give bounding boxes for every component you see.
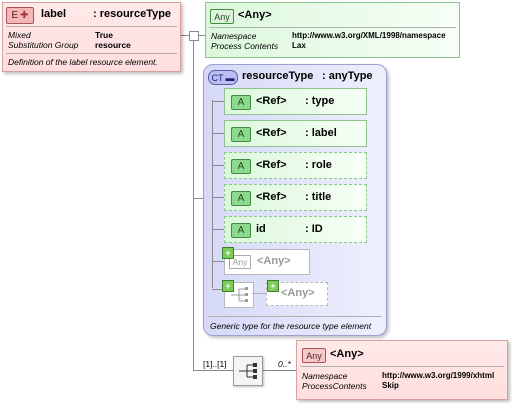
- any-attribute-title: <Any>: [238, 9, 272, 21]
- sequence-node[interactable]: [233, 356, 263, 386]
- ct-any-title: <Any>: [257, 255, 291, 267]
- prop-key-namespace: Namespace: [211, 31, 257, 41]
- sequence-icon: [231, 287, 248, 302]
- prop-value-process-contents: Skip: [382, 381, 399, 390]
- attribute-type: : title: [305, 191, 332, 203]
- ct-group-any-title: <Any>: [281, 287, 315, 299]
- connector-element-to-hub: [180, 35, 190, 36]
- attribute-badge: A: [231, 223, 251, 238]
- any-element-box[interactable]: Any <Any> Namespace http://www.w3.org/19…: [296, 340, 508, 400]
- attribute-type: : role: [305, 159, 332, 171]
- attribute-ref-role[interactable]: A <Ref> : role: [224, 152, 367, 179]
- ct-any-attribute-box[interactable]: Any <Any>: [224, 249, 310, 275]
- attribute-type: : type: [305, 95, 335, 107]
- expand-plus-icon[interactable]: +: [222, 247, 234, 259]
- connector-sequence-to-any: [262, 370, 296, 371]
- child-cardinality: 0..*: [278, 359, 291, 369]
- attribute-badge: A: [231, 191, 251, 206]
- attribute-id[interactable]: A id : ID: [224, 216, 367, 243]
- ct-badge: CT▬: [208, 70, 238, 85]
- any-element-title: <Any>: [330, 348, 364, 360]
- element-description: Definition of the label resource element…: [8, 57, 158, 67]
- connector-to-sequence: [193, 370, 233, 371]
- any-element-badge: Any: [302, 348, 326, 363]
- expand-plus-icon: ✚: [20, 10, 29, 21]
- attribute-badge: A: [231, 159, 251, 174]
- attribute-badge: A: [231, 95, 251, 110]
- prop-key-process-contents: Process Contents: [211, 41, 279, 51]
- prop-key-mixed: Mixed: [8, 30, 31, 40]
- attribute-name: <Ref>: [256, 95, 287, 107]
- prop-key-process-contents: ProcessContents: [302, 381, 367, 391]
- attribute-ref-type[interactable]: A <Ref> : type: [224, 88, 367, 115]
- connector-hub-to-any: [198, 35, 205, 36]
- ct-name: resourceType: [242, 70, 314, 82]
- element-badge: E✚: [6, 7, 34, 24]
- prop-key-namespace: Namespace: [302, 371, 348, 381]
- element-name: label: [41, 8, 67, 20]
- prop-value-mixed: True: [95, 30, 113, 40]
- connector-to-ct: [193, 198, 205, 199]
- attribute-type: : ID: [305, 223, 323, 235]
- prop-value-process-contents: Lax: [292, 41, 306, 50]
- element-type: : resourceType: [93, 8, 172, 20]
- attribute-name: <Ref>: [256, 191, 287, 203]
- prop-value-namespace: http://www.w3.org/XML/1998/namespace: [292, 31, 446, 40]
- prop-key-substitution-group: Substitution Group: [8, 40, 79, 50]
- attribute-badge: A: [231, 127, 251, 142]
- prop-value-substitution-group: resource: [95, 40, 131, 50]
- expand-plus-icon[interactable]: +: [222, 280, 234, 292]
- prop-value-namespace: http://www.w3.org/1999/xhtml: [382, 371, 495, 380]
- sequence-icon: [239, 363, 257, 379]
- attribute-type: : label: [305, 127, 337, 139]
- collapse-minus-icon: ▬: [225, 72, 235, 83]
- ct-description: Generic type for the resource type eleme…: [210, 321, 372, 331]
- attribute-name: <Ref>: [256, 159, 287, 171]
- attribute-name: id: [256, 223, 266, 235]
- any-badge-grey: Any: [229, 255, 251, 269]
- element-label-box[interactable]: E✚ label : resourceType Mixed True Subst…: [2, 2, 181, 72]
- any-attribute-box[interactable]: Any <Any> Namespace http://www.w3.org/XM…: [205, 2, 460, 58]
- connector-hub-vertical: [193, 40, 194, 370]
- sequence-cardinality: [1]..[1]: [203, 359, 227, 369]
- hub-node: [189, 31, 199, 41]
- attribute-ref-title[interactable]: A <Ref> : title: [224, 184, 367, 211]
- attribute-name: <Ref>: [256, 127, 287, 139]
- ct-type: : anyType: [322, 70, 373, 82]
- attribute-ref-label[interactable]: A <Ref> : label: [224, 120, 367, 147]
- any-badge: Any: [210, 9, 234, 24]
- attr-tree-vertical: [212, 100, 213, 288]
- expand-plus-icon[interactable]: +: [267, 280, 279, 292]
